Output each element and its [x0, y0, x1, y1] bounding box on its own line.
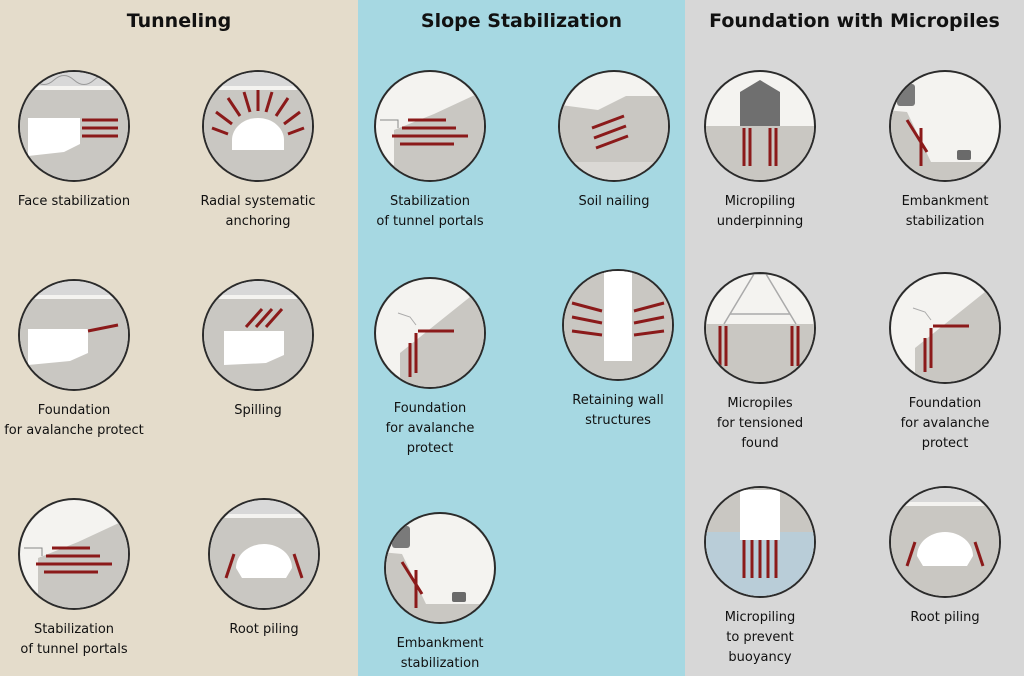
radial-anchoring-icon [202, 70, 314, 182]
face-stabilization-icon [18, 70, 130, 182]
item-embankment: Embankment stabilization [365, 508, 515, 674]
item-soil-nailing: Soil nailing [539, 66, 685, 212]
item-caption: Root piling [229, 622, 299, 637]
item-radial-anchoring: Radial systematic anchoring [183, 66, 333, 232]
item-caption: Foundation for avalanche protect [385, 401, 475, 456]
column-title: Foundation with Micropiles [709, 10, 1000, 32]
item-tensioned-foundation: Micropiles for tensioned found [685, 268, 835, 454]
underpinning-icon [704, 70, 816, 182]
column-title: Slope Stabilization [420, 10, 623, 32]
item-caption: Retaining wall structures [572, 393, 664, 428]
item-underpinning: Micropiling underpinning [685, 66, 835, 232]
item-caption: Micropiles for tensioned found [716, 396, 804, 451]
embankment-icon [889, 70, 1001, 182]
avalanche-foundation-icon [18, 279, 130, 391]
micropiles-column: Foundation with Micropiles Micropiling u… [685, 0, 1024, 676]
item-caption: Stabilization of tunnel portals [20, 622, 128, 657]
item-caption: Face stabilization [17, 194, 131, 209]
item-caption: Spilling [234, 403, 282, 418]
item-root-piling: Root piling [189, 494, 339, 640]
tunnel-portal-icon [18, 498, 130, 610]
item-caption: Foundation for avalanche protect [4, 403, 144, 438]
embankment-icon [384, 512, 496, 624]
item-buoyancy: Micropiling to prevent buoyancy [685, 482, 835, 668]
item-caption: Radial systematic anchoring [200, 194, 316, 229]
item-caption: Embankment stabilization [396, 636, 484, 671]
item-caption: Soil nailing [578, 194, 650, 209]
item-tunnel-portal: Stabilization of tunnel portals [358, 66, 505, 232]
item-caption: Stabilization of tunnel portals [376, 194, 484, 229]
buoyancy-icon [704, 486, 816, 598]
item-caption: Foundation for avalanche protect [900, 396, 990, 451]
tunnel-portal-icon [374, 70, 486, 182]
item-avalanche-foundation: Foundation for avalanche protect [358, 273, 505, 459]
item-tunnel-portal: Stabilization of tunnel portals [0, 494, 149, 660]
retaining-wall-icon [562, 269, 674, 381]
item-caption: Root piling [910, 610, 980, 625]
item-caption: Embankment stabilization [901, 194, 989, 229]
item-caption: Micropiling to prevent buoyancy [724, 610, 796, 665]
slope-stabilization-column: Slope Stabilization Stabilization of tun… [358, 0, 685, 676]
avalanche-foundation-icon [889, 272, 1001, 384]
item-retaining-wall: Retaining wall structures [543, 265, 685, 431]
root-piling-icon [889, 486, 1001, 598]
item-embankment: Embankment stabilization [870, 66, 1020, 232]
column-title: Tunneling [126, 10, 232, 32]
item-avalanche-foundation: Foundation for avalanche protect [0, 275, 149, 441]
item-root-piling: Root piling [870, 482, 1020, 628]
item-face-stabilization: Face stabilization [0, 66, 149, 212]
item-spilling: Spilling [183, 275, 333, 421]
root-piling-icon [208, 498, 320, 610]
avalanche-foundation-icon [374, 277, 486, 389]
tunneling-column: Tunneling Face stabilization [0, 0, 358, 676]
tensioned-foundation-icon [704, 272, 816, 384]
item-caption: Micropiling underpinning [716, 194, 804, 229]
soil-nailing-icon [558, 70, 670, 182]
item-avalanche-foundation: Foundation for avalanche protect [870, 268, 1020, 454]
spilling-icon [202, 279, 314, 391]
